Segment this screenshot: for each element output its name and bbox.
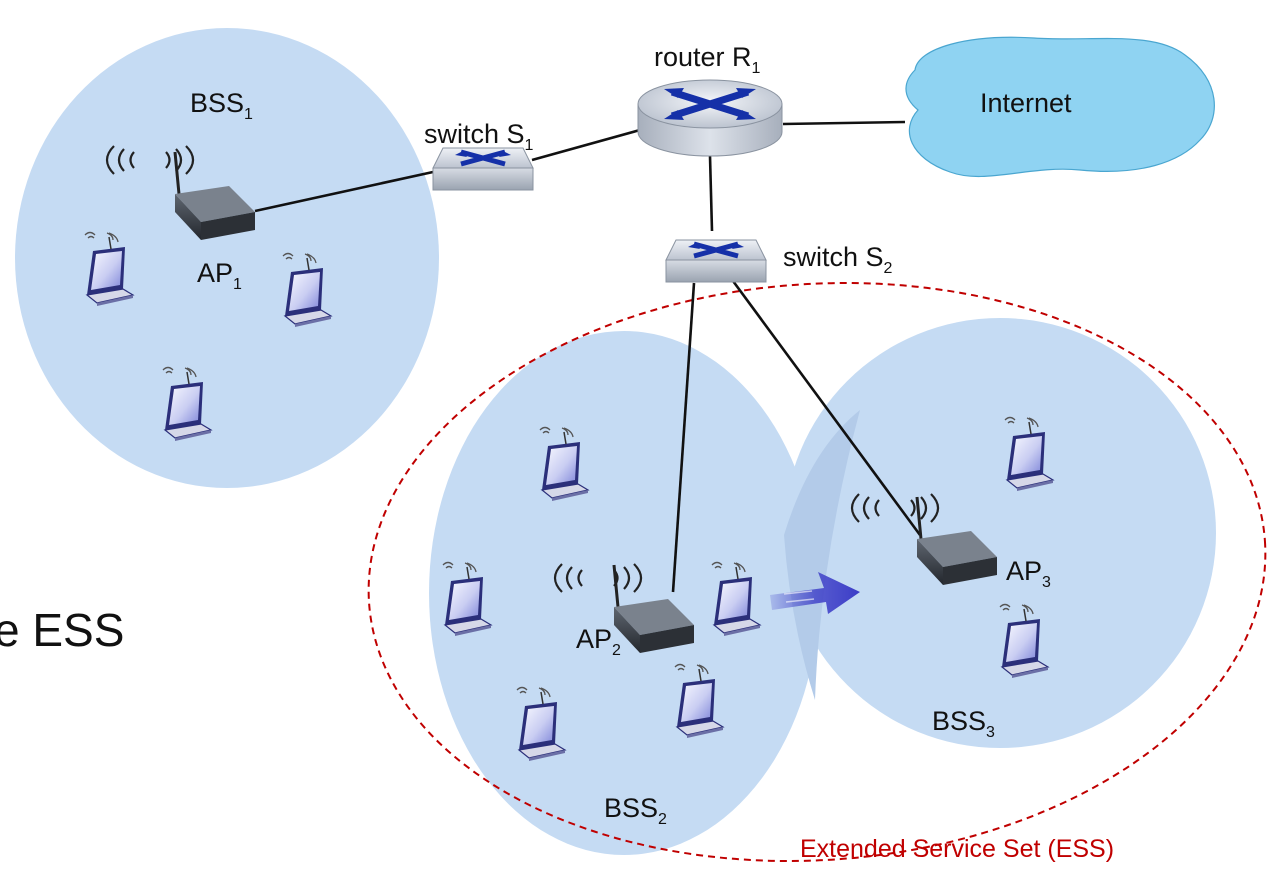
ap2-label: AP2 [576,624,621,659]
slide-text-fragment: e ESS [0,604,124,656]
bss1-label: BSS1 [190,88,253,123]
bss-overlap-region [784,410,860,700]
ess-boundary [367,281,1267,863]
bss2-label: BSS2 [604,793,667,828]
ap1-label: AP1 [197,258,242,293]
switch-s1-label: switch S1 [424,119,534,154]
switch-s2-icon [666,240,766,282]
bss1-coverage-area [15,28,439,488]
ap3-label: AP3 [1006,556,1051,591]
network-cables [254,120,922,593]
bss3-label: BSS3 [932,706,995,741]
ess-label: Extended Service Set (ESS) [800,835,1114,863]
switch-s1-icon [433,148,533,190]
router-r1-icon [637,79,783,157]
internet-label: Internet [980,88,1072,118]
router-r1-label: router R1 [654,42,761,77]
switch-s2-label: switch S2 [783,242,893,277]
bss3-coverage-area [784,318,1216,748]
bss2-coverage-area [429,331,819,855]
mobility-arrow-icon [770,572,860,614]
internet-cloud [905,36,1215,178]
